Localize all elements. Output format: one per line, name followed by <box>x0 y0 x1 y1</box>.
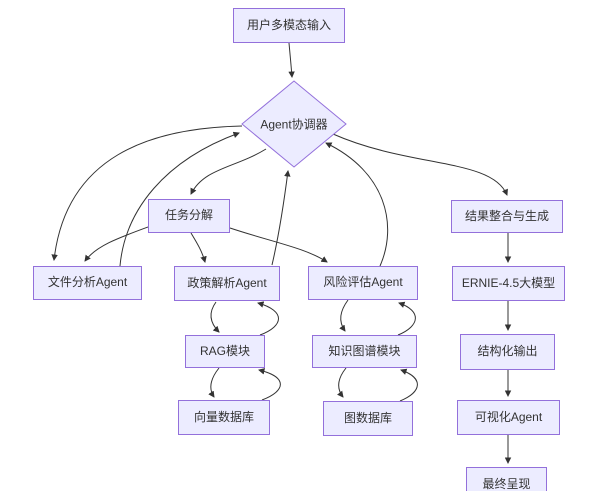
edge-kg-to-risk <box>397 301 416 336</box>
node-ernie-model: ERNIE-4.5大模型 <box>452 266 565 301</box>
coordinator-diamond <box>241 80 347 168</box>
edge-kg-to-graph <box>337 367 347 398</box>
node-kg-module: 知识图谱模块 <box>312 335 417 368</box>
edge-user-to-coordinator <box>288 42 295 78</box>
node-file-agent: 文件分析Agent <box>33 266 142 300</box>
node-policy-agent: 政策解析Agent <box>174 266 280 301</box>
edge-policy-to-rag <box>210 301 220 333</box>
edge-coordinator-to-file <box>51 125 243 261</box>
edge-policy-to-coordinator <box>271 170 291 266</box>
edge-coordinator-to-task <box>190 148 267 195</box>
node-viz-agent: 可视化Agent <box>457 400 560 435</box>
edge-task-to-risk <box>229 227 328 263</box>
edge-task-to-file <box>84 226 149 262</box>
edge-vector-to-rag <box>258 368 281 401</box>
edge-rag-to-vector <box>208 367 220 398</box>
node-task-decompose: 任务分解 <box>148 199 230 233</box>
node-result-generate: 结果整合与生成 <box>451 200 563 233</box>
edge-coordinator-to-result <box>332 133 508 196</box>
node-risk-agent: 风险评估Agent <box>308 266 418 300</box>
edge-task-to-policy <box>190 232 207 263</box>
edge-file-to-coordinator <box>119 131 240 267</box>
edge-graph-to-kg <box>399 368 418 402</box>
node-vector-db: 向量数据库 <box>178 400 270 435</box>
edge-risk-to-kg <box>339 299 349 332</box>
node-structured-output: 结构化输出 <box>460 334 555 370</box>
edge-rag-to-policy <box>257 301 279 336</box>
node-user-input: 用户多模态输入 <box>233 8 345 43</box>
node-final-present: 最终呈现 <box>466 467 547 491</box>
node-rag-module: RAG模块 <box>185 335 265 368</box>
edge-risk-to-coordinator <box>325 142 389 267</box>
node-graph-db: 图数据库 <box>323 401 413 436</box>
